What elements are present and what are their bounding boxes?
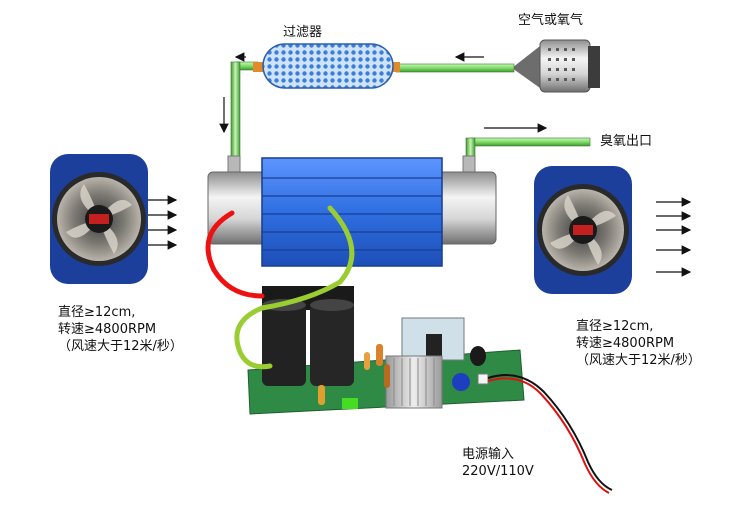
power-voltage-label: 220V/110V: [462, 464, 534, 479]
high-voltage-green-wire: [234, 205, 355, 370]
airflow-arrows-right: [656, 197, 692, 277]
air-input-label: 空气或氧气: [518, 13, 584, 28]
right-cooling-fan: [534, 166, 632, 294]
power-input-cable: [487, 374, 613, 491]
ozone-tube: [207, 155, 497, 267]
left-cooling-fan: [50, 154, 148, 284]
left-fan-wind: （风速大于12米/秒）: [58, 339, 183, 354]
left-fan-diameter: 直径≥12cm,: [58, 305, 136, 320]
power-input-label: 电源输入: [462, 447, 515, 462]
left-fan-speed: 转速≥4800RPM: [58, 322, 157, 337]
ozone-outlet-label: 臭氧出口: [600, 134, 653, 149]
power-input-cable-red: [487, 377, 610, 494]
power-supply-board: [247, 286, 525, 415]
right-fan-spec: 直径≥12cm, 转速≥4800RPM （风速大于12米/秒）: [576, 318, 701, 369]
high-voltage-red-wire: [205, 210, 265, 299]
airflow-arrows-left: [148, 195, 178, 250]
ozone-outlet-hose: [465, 137, 591, 165]
filter-label: 过滤器: [283, 25, 323, 40]
right-fan-speed: 转速≥4800RPM: [576, 336, 675, 351]
left-fan-spec: 直径≥12cm, 转速≥4800RPM （风速大于12米/秒）: [58, 304, 183, 355]
air-inlet-connector: [512, 39, 600, 93]
flow-arrows: [219, 52, 548, 134]
right-fan-diameter: 直径≥12cm,: [576, 319, 654, 334]
right-fan-wind: （风速大于12米/秒）: [576, 353, 701, 368]
filter: [253, 43, 400, 89]
